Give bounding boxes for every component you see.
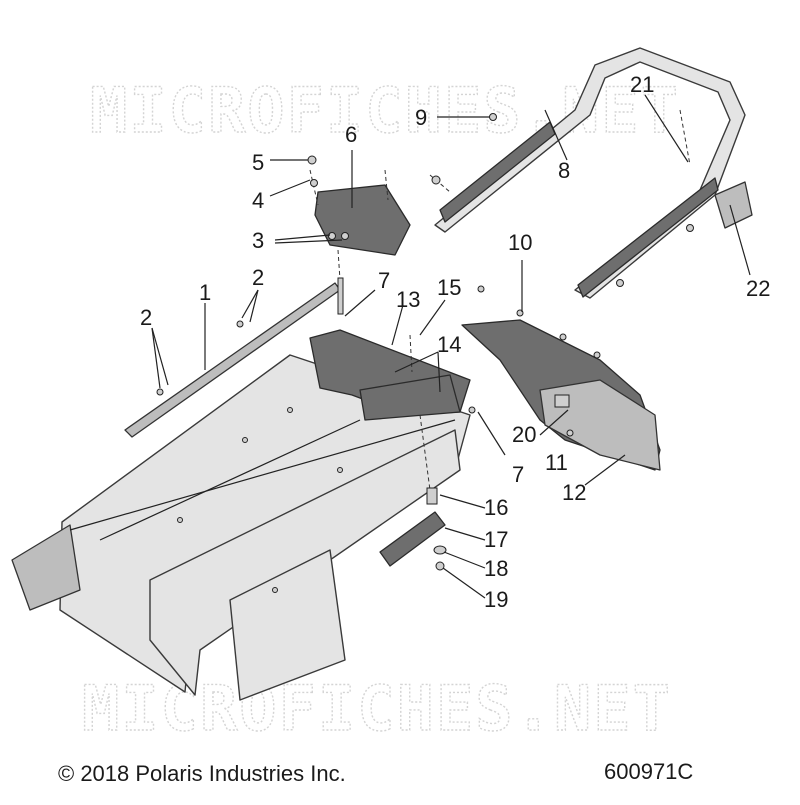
callout-2a: 2: [140, 305, 152, 330]
cover-part-6: [307, 155, 411, 315]
callout-20: 20: [512, 422, 536, 447]
callout-6: 6: [345, 122, 357, 147]
bracket-part-13-14: [309, 329, 471, 491]
callout-4: 4: [252, 188, 264, 213]
callout-numbers: 1 2 2 2 3 4 5 6 7 7 8 9 10 11 12 13 14 1…: [140, 72, 770, 612]
leader-lines: [151, 94, 751, 599]
callout-11: 11: [545, 450, 568, 475]
callout-14: 14: [437, 332, 461, 357]
callout-12: 12: [562, 480, 586, 505]
callout-1: 1: [199, 280, 211, 305]
callout-21: 21: [630, 72, 654, 97]
callout-5: 5: [252, 150, 264, 175]
callout-2b: 2: [252, 265, 264, 290]
callout-8: 8: [558, 158, 570, 183]
callout-19: 19: [484, 587, 508, 612]
copyright-text: © 2018 Polaris Industries Inc.: [58, 761, 346, 786]
flap-part-12: [461, 285, 661, 471]
callout-16: 16: [484, 495, 508, 520]
tunnel-chassis: [11, 354, 471, 701]
callout-3: 3: [252, 228, 264, 253]
grab-bar-part-8: [429, 47, 753, 299]
callout-7b: 7: [512, 462, 524, 487]
callout-9: 9: [415, 105, 427, 130]
callout-15: 15: [437, 275, 461, 300]
callout-13: 13: [396, 287, 420, 312]
callout-17: 17: [484, 527, 508, 552]
hardware-parts-16-19: [379, 487, 447, 571]
callout-18: 18: [484, 556, 508, 581]
callout-22: 22: [746, 276, 770, 301]
callout-10: 10: [508, 230, 532, 255]
diagram-id: 600971C: [604, 759, 694, 784]
callout-7a: 7: [378, 268, 390, 293]
